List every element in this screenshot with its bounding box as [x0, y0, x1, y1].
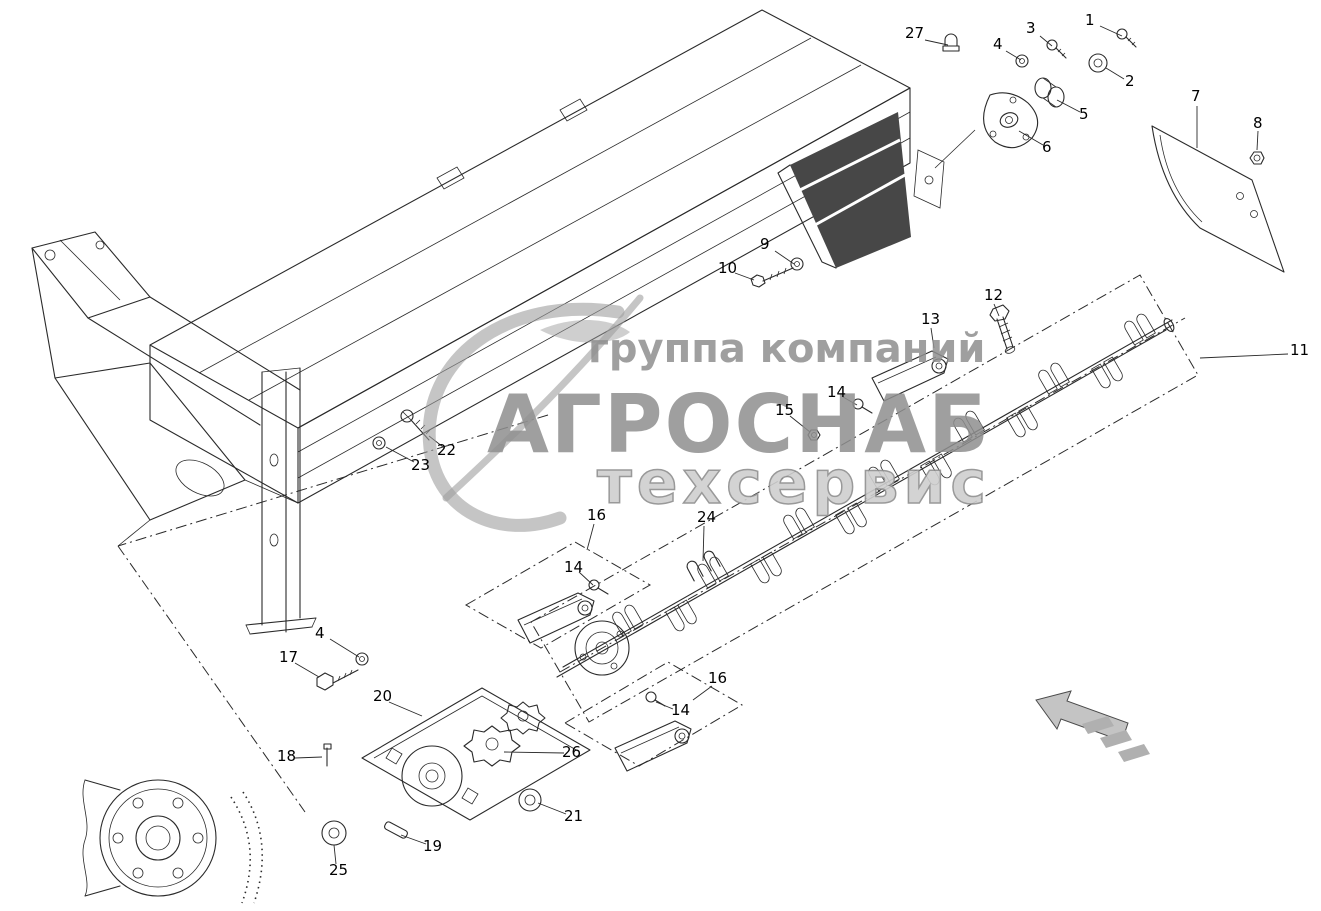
part-label: 20	[373, 687, 393, 705]
part-label: 27	[905, 24, 925, 42]
bracket-13	[871, 350, 949, 402]
part-label: 4	[993, 35, 1003, 53]
part-label: 14	[671, 701, 691, 719]
bolt-10	[750, 267, 794, 288]
part-label: 3	[1026, 19, 1036, 37]
part-label: 16	[587, 506, 607, 524]
part-label: 11	[1290, 341, 1310, 359]
cap-nut-27	[942, 33, 960, 52]
star-coupling-26	[463, 725, 521, 767]
screw-14-bottom	[645, 691, 666, 707]
screw-1	[1116, 28, 1137, 48]
part-label: 2	[1125, 72, 1135, 90]
part-label: 18	[277, 747, 297, 765]
coupling-drive-group	[316, 652, 591, 846]
part-label: 1	[1085, 11, 1095, 29]
nut-15	[807, 429, 821, 441]
bracket-16-upper	[517, 592, 595, 644]
part-label: 25	[329, 861, 349, 879]
shaft-tines	[612, 313, 1156, 637]
part-label: 9	[760, 235, 770, 253]
washer-2	[1088, 53, 1108, 73]
part-label: 10	[718, 259, 738, 277]
bracket-16-lower	[614, 720, 692, 772]
part-label: 16	[708, 669, 728, 687]
part-label: 5	[1079, 105, 1089, 123]
part-label: 13	[921, 310, 941, 328]
part-label: 17	[279, 648, 299, 666]
leaf-logo-icon	[540, 320, 630, 343]
washer-4-top	[1015, 54, 1029, 68]
screw-3	[1046, 39, 1067, 59]
part-label: 6	[1042, 138, 1052, 156]
part-label: 4	[315, 624, 325, 642]
watermark-brand: АГРОСНАБ	[487, 378, 991, 471]
watermark: группа компаний АГРОСНАБ техсервис	[422, 294, 991, 532]
bushing-5	[1034, 77, 1065, 108]
part-label: 26	[562, 743, 582, 761]
part-label: 23	[411, 456, 431, 474]
screw-14-mid	[588, 579, 609, 595]
exploded-view-outlines	[117, 274, 1199, 813]
part-label: 19	[423, 837, 443, 855]
nut-8	[1249, 151, 1265, 165]
part-label: 14	[827, 383, 847, 401]
part-label: 7	[1191, 87, 1201, 105]
clips-24	[686, 550, 721, 582]
pump-gearbox	[82, 779, 263, 904]
part-label: 15	[775, 401, 795, 419]
frame	[31, 231, 317, 635]
watermark-company-group: группа компаний	[588, 326, 985, 372]
direction-arrow	[1035, 690, 1150, 762]
leader-lines	[294, 25, 1289, 865]
part-label: 14	[564, 558, 584, 576]
mounting-plate-20	[361, 687, 591, 821]
part-label: 21	[564, 807, 584, 825]
screw-14-top	[852, 398, 873, 414]
watermark-service: техсервис	[597, 448, 991, 518]
part-label: 24	[697, 508, 717, 526]
bolt-12	[989, 304, 1016, 354]
flange-6	[983, 92, 1039, 149]
beater-shaft	[556, 317, 1186, 678]
part-label: 12	[984, 286, 1004, 304]
part-label: 22	[437, 441, 457, 459]
part-label: 8	[1253, 114, 1263, 132]
washer-9	[790, 257, 804, 271]
plate-7	[1151, 125, 1285, 273]
washer-23	[372, 436, 386, 450]
